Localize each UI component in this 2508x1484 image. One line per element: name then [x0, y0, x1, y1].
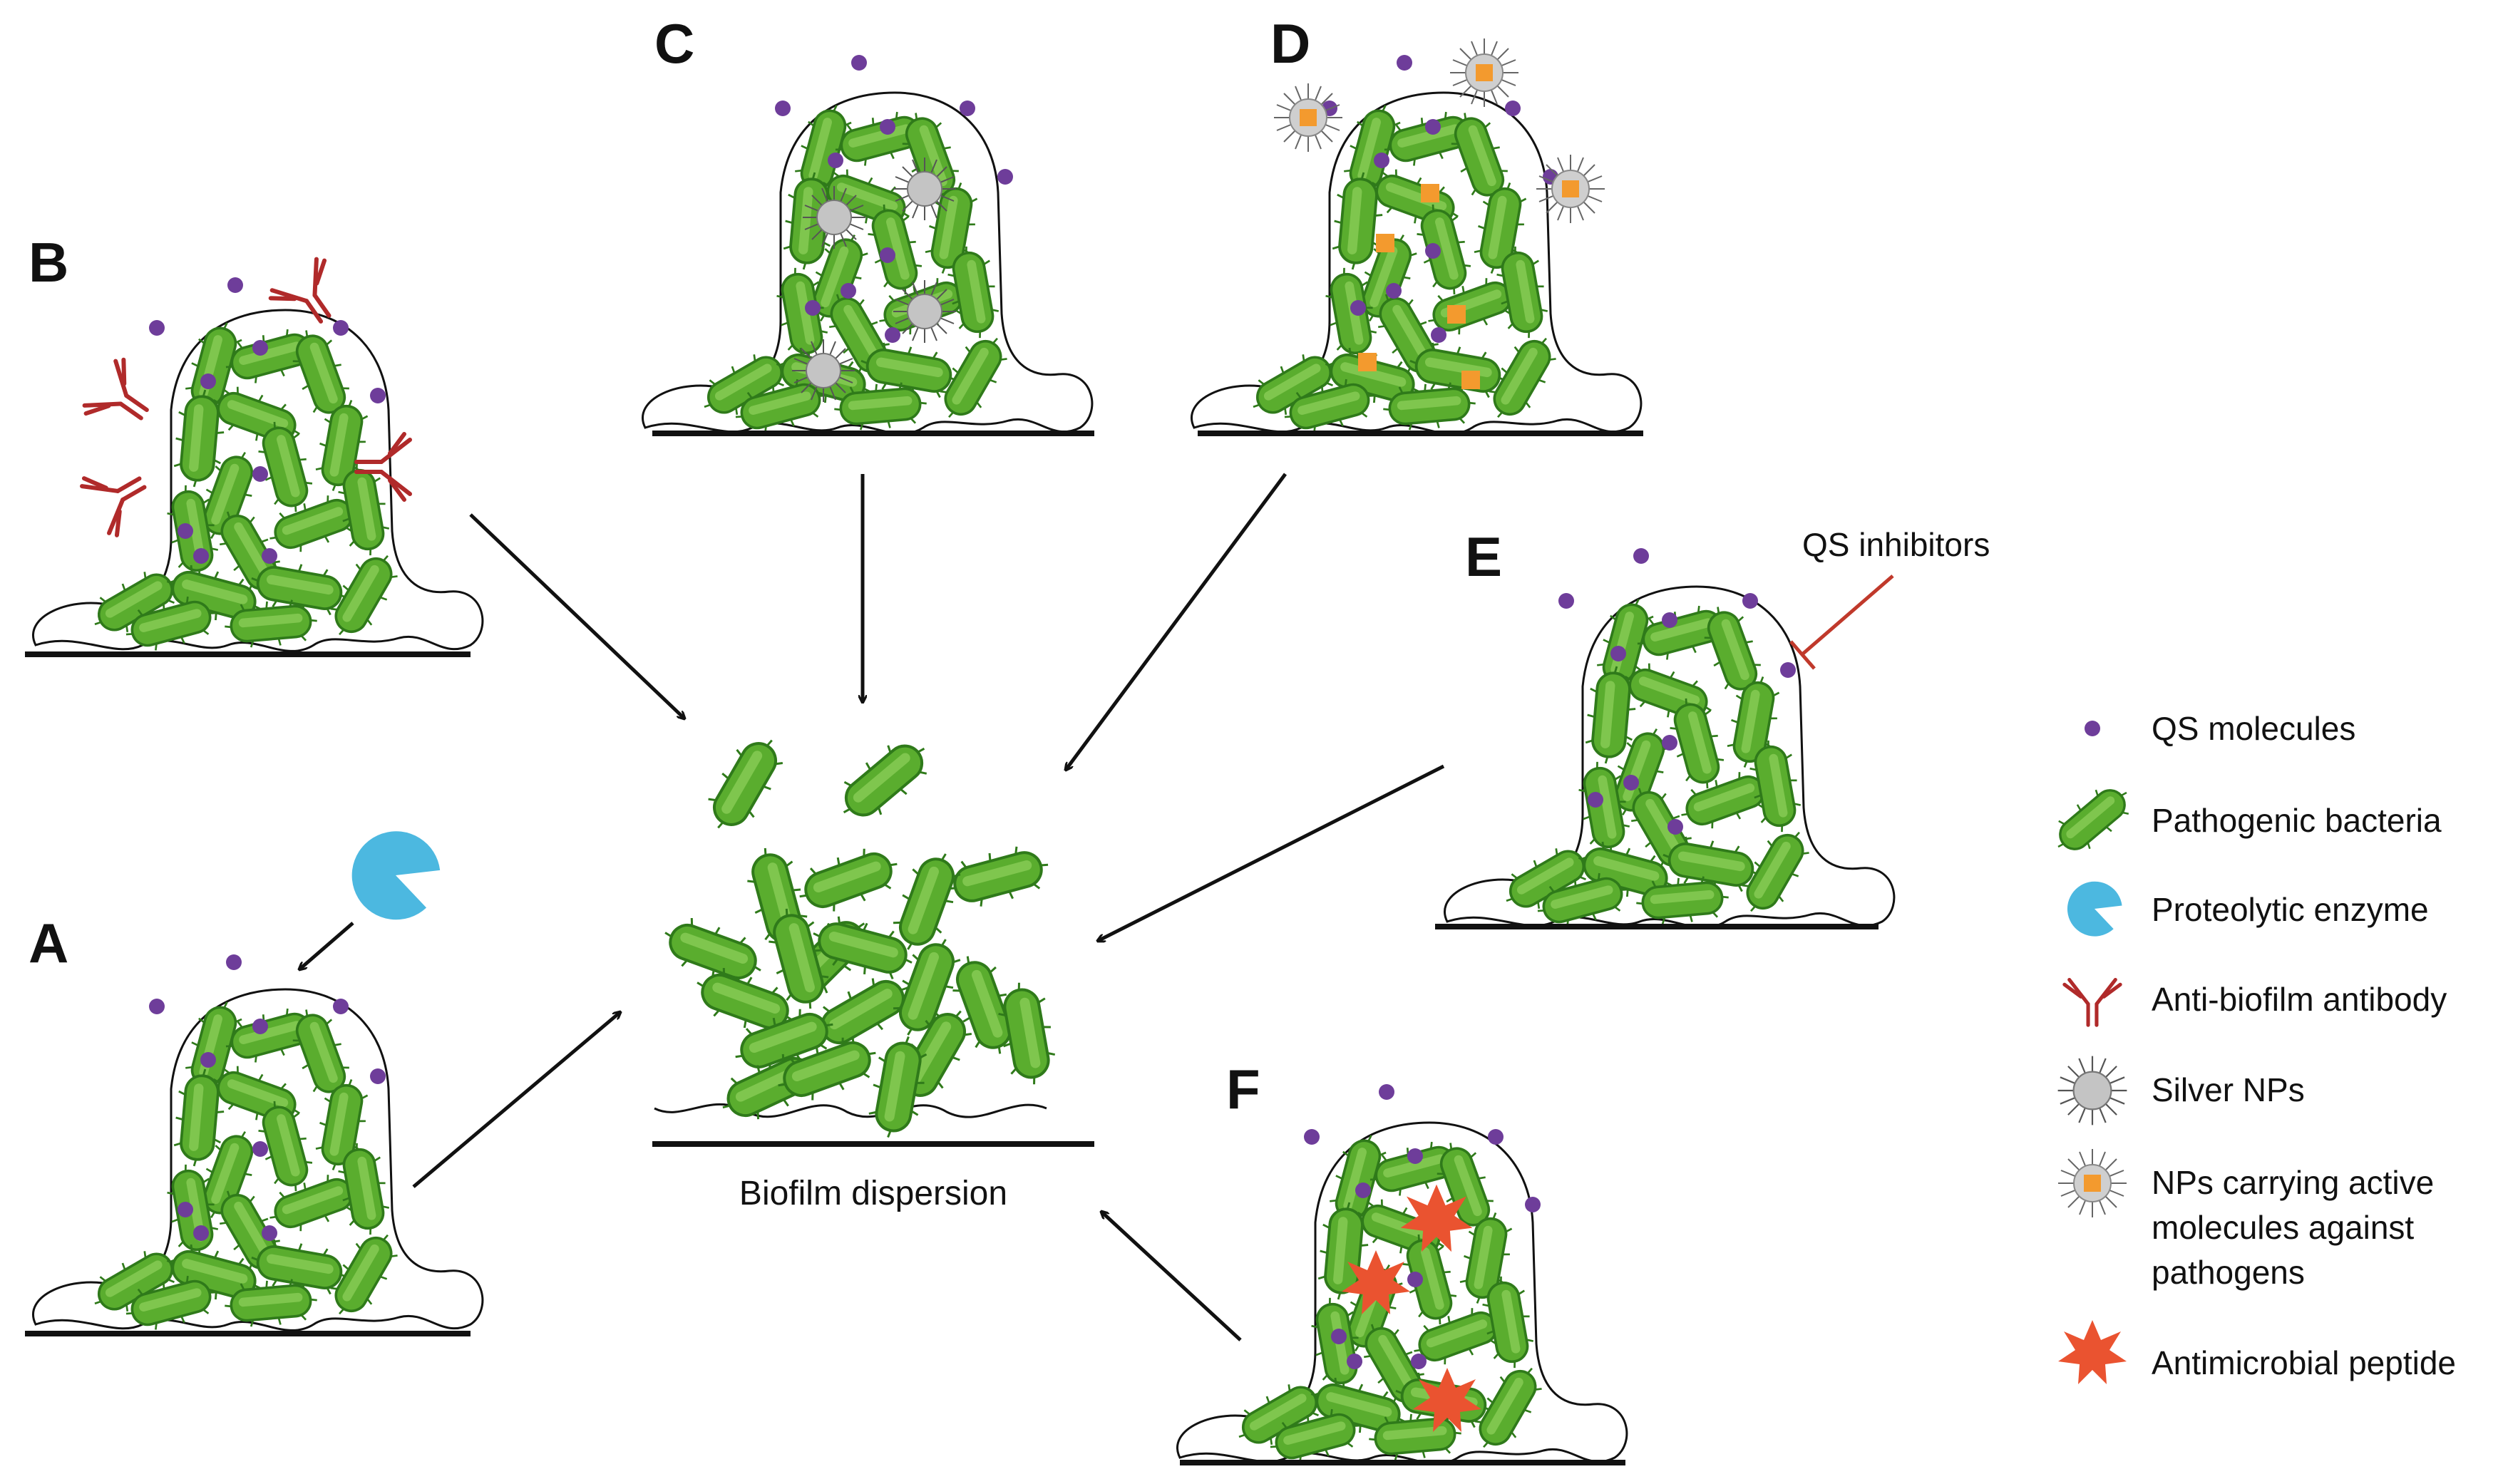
- legend-label-carrier-1: NPs carrying active: [2152, 1164, 2434, 1201]
- cargo-molecules-d: [1358, 184, 1480, 389]
- legend: QS molecules Pathogenic bacteria Proteol…: [2044, 710, 2456, 1384]
- center-caption: Biofilm dispersion: [739, 1175, 1007, 1212]
- legend-item-bacteria: Pathogenic bacteria: [2044, 774, 2442, 865]
- biofilm-mound-f: [1178, 1123, 1627, 1470]
- panel-label-e: E: [1465, 525, 1502, 588]
- biofilm-mound-c: [643, 93, 1092, 440]
- legend-label-qs: QS molecules: [2152, 710, 2355, 747]
- panel-e: QS inhibitors E: [1435, 525, 1990, 934]
- legend-item-antibody: Anti-biofilm antibody: [2065, 980, 2447, 1026]
- dispersed-biofilm: [652, 726, 1094, 1147]
- legend-item-carrier: NPs carrying active molecules against pa…: [2057, 1148, 2434, 1291]
- panel-f: F: [1178, 1058, 1627, 1470]
- arrows: [412, 473, 1445, 1341]
- panel-label-c: C: [654, 12, 694, 75]
- panel-a: A: [25, 818, 483, 1336]
- panel-b: B: [25, 231, 483, 657]
- panel-label-f: F: [1226, 1058, 1260, 1120]
- legend-label-silver: Silver NPs: [2152, 1071, 2305, 1108]
- legend-label-bacteria: Pathogenic bacteria: [2152, 802, 2442, 839]
- biofilm-mound-a: [34, 989, 483, 1336]
- legend-label-peptide: Antimicrobial peptide: [2152, 1344, 2456, 1381]
- biofilm-mound-d: [1192, 93, 1641, 440]
- panel-d: D: [1192, 12, 1643, 440]
- qs-inhibitor-symbol: [1789, 574, 1894, 670]
- legend-label-antibody: Anti-biofilm antibody: [2152, 981, 2447, 1018]
- legend-item-enzyme: Proteolytic enzyme: [2060, 873, 2429, 943]
- biofilm-mound-e: [1445, 587, 1894, 934]
- legend-item-silver: Silver NPs: [2057, 1055, 2305, 1126]
- panel-label-d: D: [1270, 12, 1310, 75]
- legend-label-carrier-2: molecules against: [2152, 1209, 2414, 1246]
- panel-c: C: [643, 12, 1094, 440]
- proteolytic-enzyme-icon: [339, 818, 448, 931]
- qs-inhibitors-label: QS inhibitors: [1802, 526, 1990, 563]
- legend-label-enzyme: Proteolytic enzyme: [2152, 891, 2429, 928]
- panel-label-b: B: [29, 231, 68, 294]
- legend-item-qs: QS molecules: [2085, 710, 2355, 747]
- legend-item-peptide: Antimicrobial peptide: [2058, 1320, 2456, 1384]
- panel-label-a: A: [29, 912, 68, 974]
- legend-label-carrier-3: pathogens: [2152, 1254, 2305, 1291]
